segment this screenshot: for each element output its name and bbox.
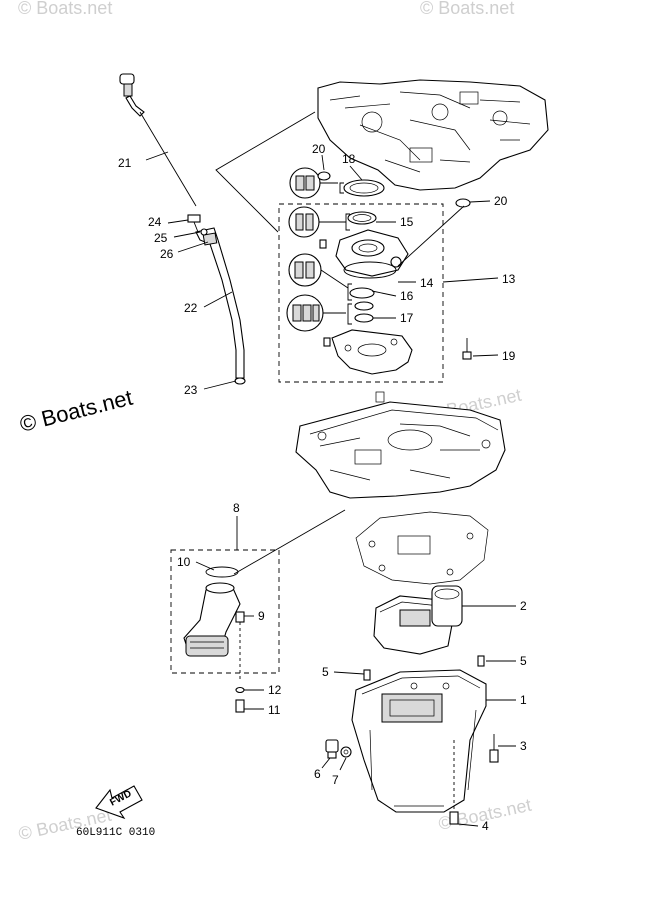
- callout-17: 17: [400, 311, 414, 325]
- callout-19: 19: [502, 349, 516, 363]
- gasket-7: [340, 746, 352, 758]
- callout-16: 16: [400, 289, 414, 303]
- dipstick-guide: [195, 227, 245, 379]
- bracket-17: [347, 303, 352, 325]
- bolt-3: [489, 734, 499, 763]
- diagram-code: 60L911C 0310: [76, 827, 155, 839]
- exhaust-gasket: [355, 511, 489, 585]
- seal-17a: [354, 301, 374, 311]
- gasket-10: [205, 566, 239, 578]
- seal-16: [349, 287, 375, 299]
- callout-20-right: 20: [494, 194, 508, 208]
- callout-6: 6: [314, 767, 321, 781]
- bolt-19: [462, 338, 472, 360]
- seal-detail-4: [286, 294, 346, 332]
- washer-12: [235, 686, 245, 694]
- seal-18: [343, 179, 385, 197]
- oil-strainer: [183, 582, 241, 657]
- engine-block: [317, 79, 549, 191]
- assembly-13-box: [278, 203, 444, 383]
- callout-10: 10: [177, 555, 191, 569]
- leader-lines: [145, 151, 516, 827]
- washer-25: [200, 228, 208, 236]
- o-ring-23: [234, 377, 246, 385]
- engine-connector-line: [215, 111, 316, 233]
- watermark-top-right: © Boats.net: [420, 0, 514, 18]
- callout-9: 9: [258, 609, 265, 623]
- callout-13: 13: [502, 272, 516, 286]
- o-ring-20a: [317, 171, 331, 181]
- bolt-9: [235, 611, 245, 680]
- callout-26: 26: [160, 247, 174, 261]
- oil-pump-housing: [319, 229, 409, 277]
- bracket-16: [347, 283, 352, 301]
- seal-15: [347, 211, 377, 225]
- callout-23: 23: [184, 383, 198, 397]
- watermark-main: © Boats.net: [17, 385, 135, 437]
- callout-18: 18: [342, 152, 356, 166]
- bolt-11: [235, 699, 245, 713]
- bolt-24: [187, 214, 201, 233]
- callout-5-right: 5: [520, 654, 527, 668]
- callout-3: 3: [520, 739, 527, 753]
- callout-15: 15: [400, 215, 414, 229]
- casing-to-strainer-line: [233, 509, 346, 575]
- seal-17b: [354, 313, 374, 323]
- callout-8: 8: [233, 501, 240, 515]
- callout-11: 11: [268, 703, 281, 717]
- callout-20-left: 20: [312, 142, 326, 156]
- callout-22: 22: [184, 301, 198, 315]
- exhaust-guide: [295, 391, 506, 499]
- callout-24: 24: [148, 215, 162, 229]
- oil-pan: [351, 669, 487, 813]
- gasket-14: [343, 261, 397, 279]
- assembly-8-box: [170, 549, 280, 674]
- callout-12: 12: [268, 683, 282, 697]
- dowel-5a: [363, 669, 371, 681]
- dowel-5b: [477, 655, 485, 667]
- bracket-15: [345, 213, 350, 231]
- callout-5-left: 5: [322, 665, 329, 679]
- callout-4: 4: [482, 819, 489, 833]
- o-ring-20b: [455, 198, 471, 208]
- oil-pan-cover: [323, 329, 413, 375]
- bracket-18: [339, 182, 344, 194]
- seal-detail-3: [288, 253, 349, 289]
- callout-21: 21: [118, 156, 132, 170]
- muffler: [373, 585, 463, 655]
- drain-bolt-6: [325, 739, 339, 759]
- seal-detail-2: [288, 206, 346, 238]
- callout-2: 2: [520, 599, 527, 613]
- watermark-top-left: © Boats.net: [18, 0, 112, 18]
- dipstick: [119, 73, 197, 207]
- seal-detail-1: [289, 167, 338, 199]
- callout-1: 1: [520, 693, 527, 707]
- callout-25: 25: [154, 231, 168, 245]
- bolt-4: [449, 811, 459, 825]
- callout-labels: 21 24 25 26 22 23 20 18 20 15 14 13 16 1…: [118, 142, 527, 833]
- callout-7: 7: [332, 773, 339, 787]
- callout-14: 14: [420, 276, 434, 290]
